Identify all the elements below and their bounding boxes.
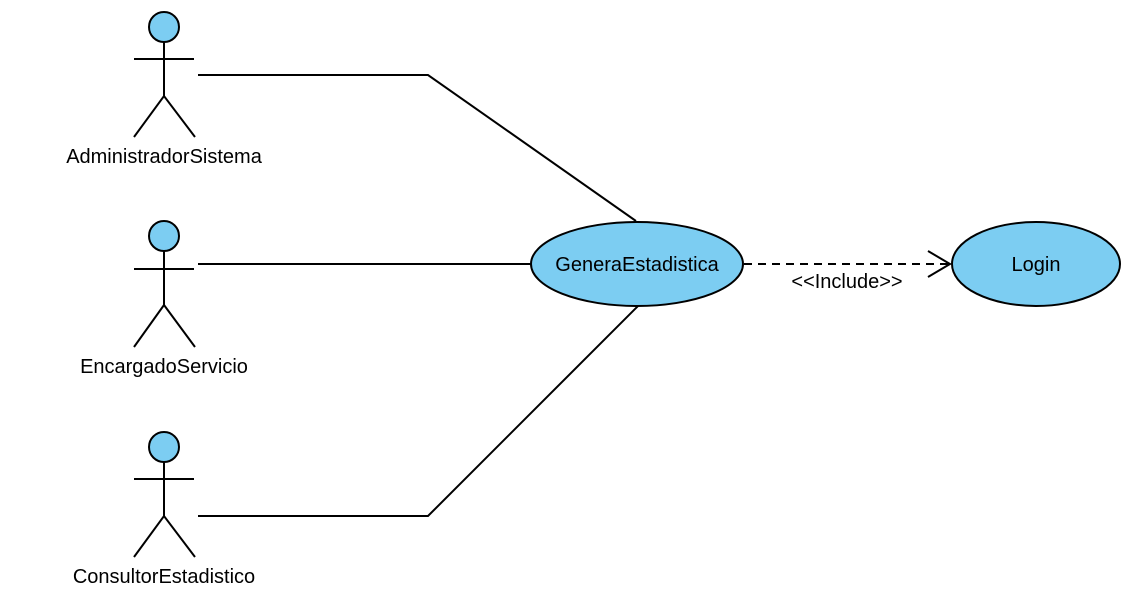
actor-name: AdministradorSistema xyxy=(66,146,263,168)
actor-name: ConsultorEstadistico xyxy=(73,566,255,588)
actor-head xyxy=(148,11,180,43)
association-consultor-genera xyxy=(198,305,639,517)
actor-legs xyxy=(133,514,196,558)
actor-encargado-servicio[interactable]: EncargadoServicio xyxy=(80,220,248,378)
include-arrowhead xyxy=(927,250,952,278)
actor-head xyxy=(148,220,180,252)
include-label: <<Include>> xyxy=(791,271,902,293)
actor-legs xyxy=(133,303,196,348)
actor-consultor-estadistico[interactable]: ConsultorEstadistico xyxy=(73,431,255,588)
use-case-ellipse xyxy=(951,221,1121,307)
use-case-login[interactable]: Login xyxy=(951,221,1121,307)
association-administrador-genera xyxy=(198,74,637,222)
use-case-name: GeneraEstadistica xyxy=(555,254,719,276)
use-case-name: Login xyxy=(1012,254,1061,276)
actor-administrador-sistema[interactable]: AdministradorSistema xyxy=(66,11,263,168)
use-case-genera-estadistica[interactable]: GeneraEstadistica xyxy=(530,221,744,307)
actor-head xyxy=(148,431,180,463)
use-case-ellipse xyxy=(530,221,744,307)
actor-name: EncargadoServicio xyxy=(80,356,248,378)
actor-legs xyxy=(133,94,196,138)
